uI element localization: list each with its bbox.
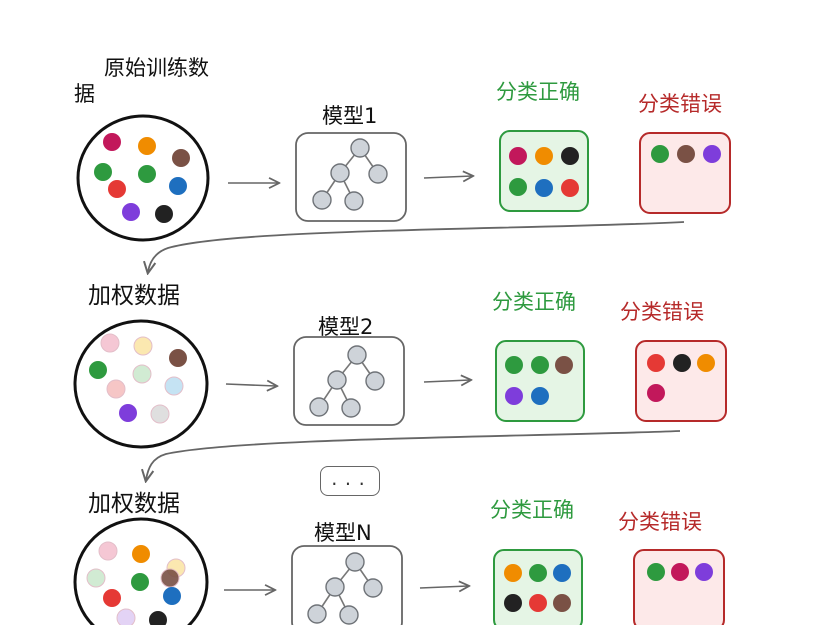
weighted-data-label-2: 加权数据 (88, 491, 180, 517)
arrow-to-results (423, 176, 472, 178)
correct-sample-dot (505, 356, 523, 374)
correct-sample-dot (531, 387, 549, 405)
correct-label-3: 分类正确 (490, 498, 574, 522)
wrong-sample-dot (647, 563, 665, 581)
tree-node (363, 578, 383, 598)
original-data-label-line2: 据 (74, 82, 95, 106)
wrong-sample-dot (703, 145, 721, 163)
tree-node (347, 345, 367, 365)
wrong-sample-dot (673, 354, 691, 372)
sample-dot (160, 568, 180, 588)
wrong-box (635, 340, 727, 422)
correct-sample-dot (529, 594, 547, 612)
correct-sample-dot (504, 594, 522, 612)
wrong-sample-dot (651, 145, 669, 163)
correct-sample-dot (509, 178, 527, 196)
sample-dot (119, 404, 137, 422)
wrong-sample-dot (695, 563, 713, 581)
tree-node (350, 138, 370, 158)
feedback-arrow-1 (148, 221, 685, 272)
arrow-to-results (419, 586, 468, 588)
sample-dot (103, 133, 121, 151)
original-data-label-line1: 原始训练数 (104, 56, 209, 80)
correct-box (493, 549, 583, 625)
wrong-sample-dot (647, 354, 665, 372)
wrong-sample-dot (671, 563, 689, 581)
sample-dot (150, 404, 170, 424)
sample-dot (106, 379, 126, 399)
sample-dot (172, 149, 190, 167)
model-label-2: 模型2 (318, 315, 374, 339)
correct-box (495, 340, 585, 422)
correct-sample-dot (561, 147, 579, 165)
sample-dot (149, 611, 167, 625)
sample-dot (163, 587, 181, 605)
sample-dot (108, 180, 126, 198)
tree-node (339, 605, 359, 625)
sample-dot (100, 333, 120, 353)
correct-sample-dot (555, 356, 573, 374)
tree-node (365, 371, 385, 391)
correct-box (499, 130, 589, 212)
sample-dot (155, 205, 173, 223)
sample-dot (116, 608, 136, 625)
correct-label-1: 分类正确 (496, 80, 580, 104)
correct-sample-dot (553, 594, 571, 612)
tree-node (368, 164, 388, 184)
sample-dot (164, 376, 184, 396)
tree-node (330, 163, 350, 183)
correct-sample-dot (529, 564, 547, 582)
sample-dot (131, 573, 149, 591)
sample-dot (94, 163, 112, 181)
tree-node (325, 577, 345, 597)
correct-label-2: 分类正确 (492, 290, 576, 314)
arrow-to-results (423, 380, 470, 382)
correct-sample-dot (561, 179, 579, 197)
correct-sample-dot (531, 356, 549, 374)
sample-dot (89, 361, 107, 379)
ellipsis-box: ... (320, 466, 380, 496)
sample-dot (133, 336, 153, 356)
correct-sample-dot (553, 564, 571, 582)
wrong-sample-dot (677, 145, 695, 163)
sample-dot (138, 137, 156, 155)
wrong-label-1: 分类错误 (638, 92, 722, 116)
sample-dot (86, 568, 106, 588)
weighted-data-label-1: 加权数据 (88, 283, 180, 309)
wrong-sample-dot (697, 354, 715, 372)
correct-sample-dot (504, 564, 522, 582)
wrong-box (633, 549, 725, 625)
wrong-label-2: 分类错误 (620, 300, 704, 324)
arrow-to-model (225, 384, 276, 386)
wrong-label-3: 分类错误 (618, 510, 702, 534)
correct-sample-dot (535, 147, 553, 165)
sample-dot (132, 545, 150, 563)
sample-dot (169, 177, 187, 195)
tree-node (344, 191, 364, 211)
tree-node (327, 370, 347, 390)
sample-dot (98, 541, 118, 561)
tree-node (341, 398, 361, 418)
model-label-1: 模型1 (322, 104, 378, 128)
tree-node (309, 397, 329, 417)
sample-dot (122, 203, 140, 221)
sample-dot (169, 349, 187, 367)
tree-node (345, 552, 365, 572)
sample-dot (138, 165, 156, 183)
wrong-box (639, 132, 731, 214)
tree-node (307, 604, 327, 624)
tree-node (312, 190, 332, 210)
sample-dot (103, 589, 121, 607)
feedback-arrow-2 (146, 430, 681, 480)
correct-sample-dot (505, 387, 523, 405)
wrong-sample-dot (647, 384, 665, 402)
correct-sample-dot (535, 179, 553, 197)
sample-dot (132, 364, 152, 384)
correct-sample-dot (509, 147, 527, 165)
model-label-n: 模型N (314, 521, 372, 545)
